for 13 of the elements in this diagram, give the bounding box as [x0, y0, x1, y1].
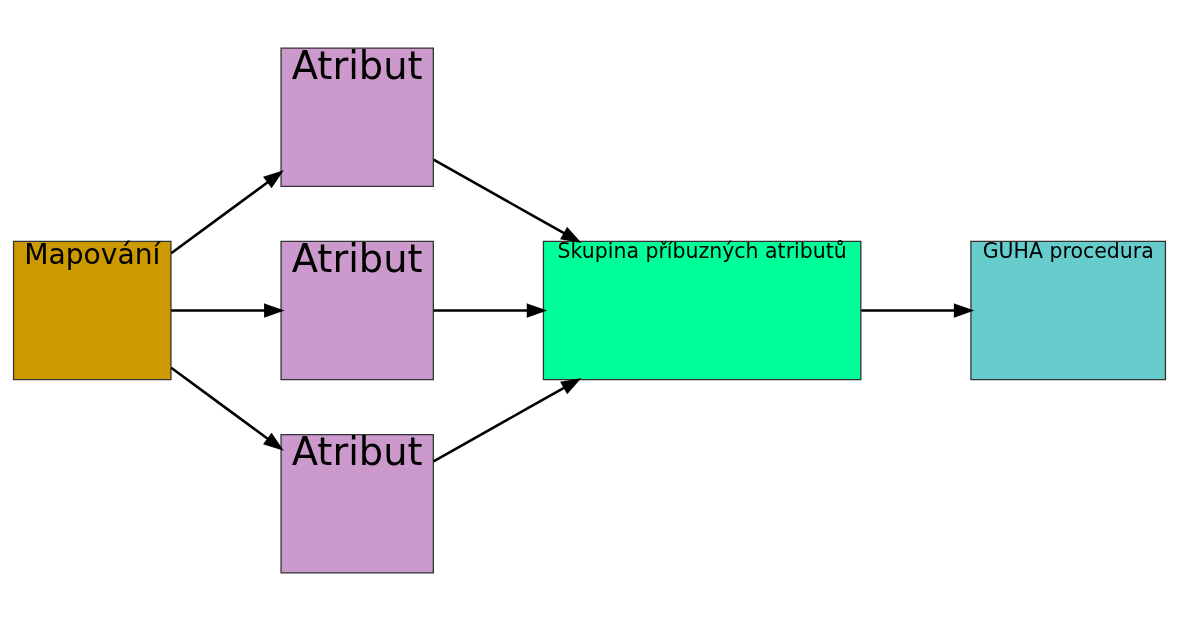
arrow	[432, 158, 582, 243]
arrow	[861, 302, 975, 318]
arrow	[170, 366, 284, 451]
arrow	[171, 302, 285, 318]
arrow	[170, 169, 284, 254]
node-box: Skupina příbuzných atributů	[542, 240, 862, 380]
arrow	[433, 302, 548, 318]
node-box: Mapování	[12, 240, 172, 380]
node-box: Atribut	[280, 433, 434, 573]
node-box: Atribut	[280, 240, 434, 380]
arrow	[432, 377, 582, 462]
node-box: GUHA procedura	[970, 240, 1167, 380]
node-box: Atribut	[280, 47, 434, 187]
